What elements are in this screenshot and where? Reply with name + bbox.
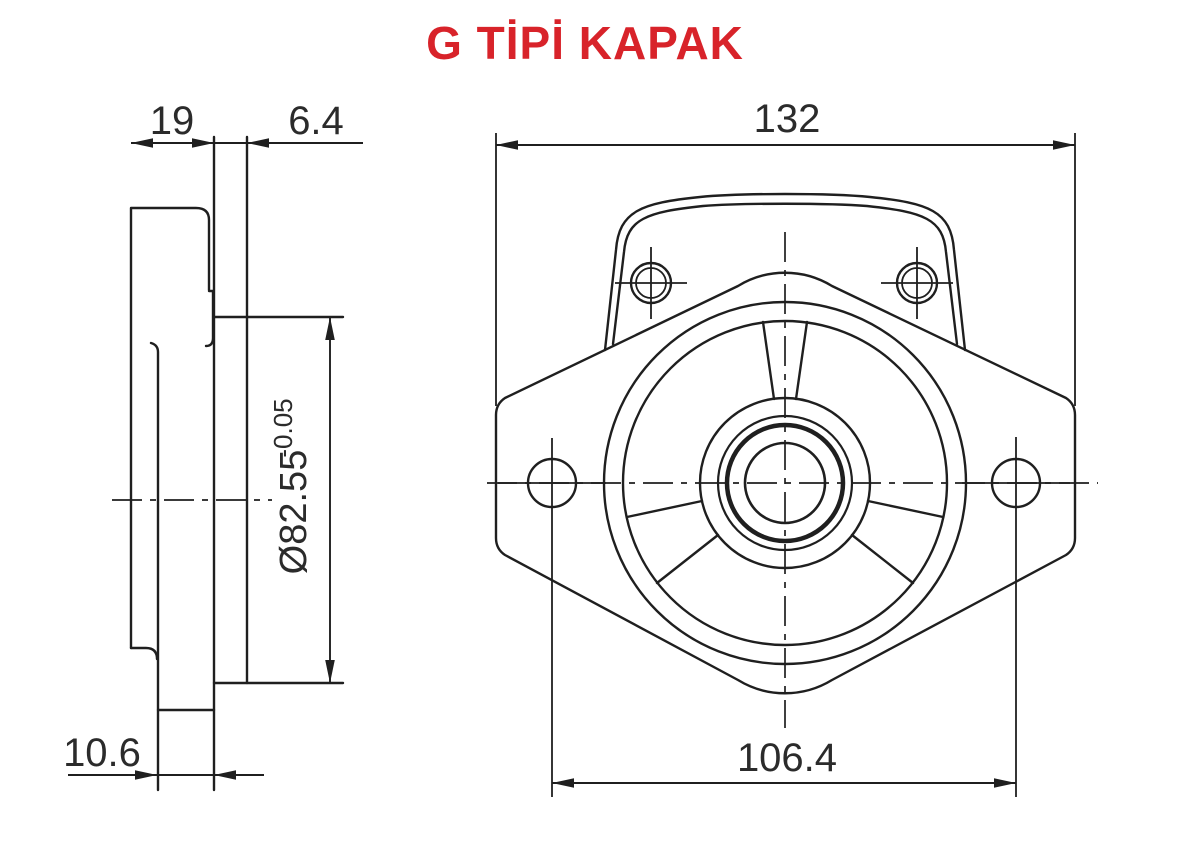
side-body-bottom-step: [129, 646, 159, 661]
front-rib-top: [761, 320, 809, 401]
dim-flange-thickness: 19: [131, 99, 214, 148]
dim-overall-width: 132: [495, 97, 1076, 406]
side-body-outline: [129, 206, 211, 650]
dim-label-132: 132: [754, 97, 821, 141]
dim-label-diameter: Ø82.55: [273, 450, 315, 575]
front-dome-bolt-hole-left: [615, 247, 687, 319]
side-body-step: [204, 289, 215, 348]
front-mounting-hole-right: [962, 437, 1070, 797]
dim-plate-thickness: 10.6: [63, 731, 264, 780]
side-view: 19 6.4 10.6 Ø82.55 -0.05: [63, 99, 363, 792]
dim-label-diameter-tolerance: -0.05: [268, 398, 298, 457]
side-plate-back-face: [149, 341, 160, 792]
front-dome-outer: [603, 192, 967, 352]
dim-label-6-4: 6.4: [288, 99, 344, 143]
front-plate-outline: [494, 271, 1077, 695]
dim-label-106-4: 106.4: [737, 736, 837, 780]
dim-pilot-diameter: Ø82.55 -0.05: [268, 317, 335, 683]
page-title: G TİPİ KAPAK: [426, 17, 744, 69]
dim-pilot-protrusion: 6.4: [214, 99, 363, 148]
dim-bolt-hole-spacing: 106.4: [552, 736, 1016, 788]
dim-label-10-6: 10.6: [63, 731, 141, 775]
front-rib-lower-right: [850, 499, 945, 585]
front-dome-inner: [611, 202, 959, 346]
dim-label-19: 19: [150, 99, 195, 143]
front-view: 132 106.4: [487, 97, 1098, 797]
front-dome-bolt-hole-right: [881, 247, 953, 319]
front-rib-lower-left: [625, 499, 720, 585]
front-mounting-hole-left: [498, 438, 606, 797]
